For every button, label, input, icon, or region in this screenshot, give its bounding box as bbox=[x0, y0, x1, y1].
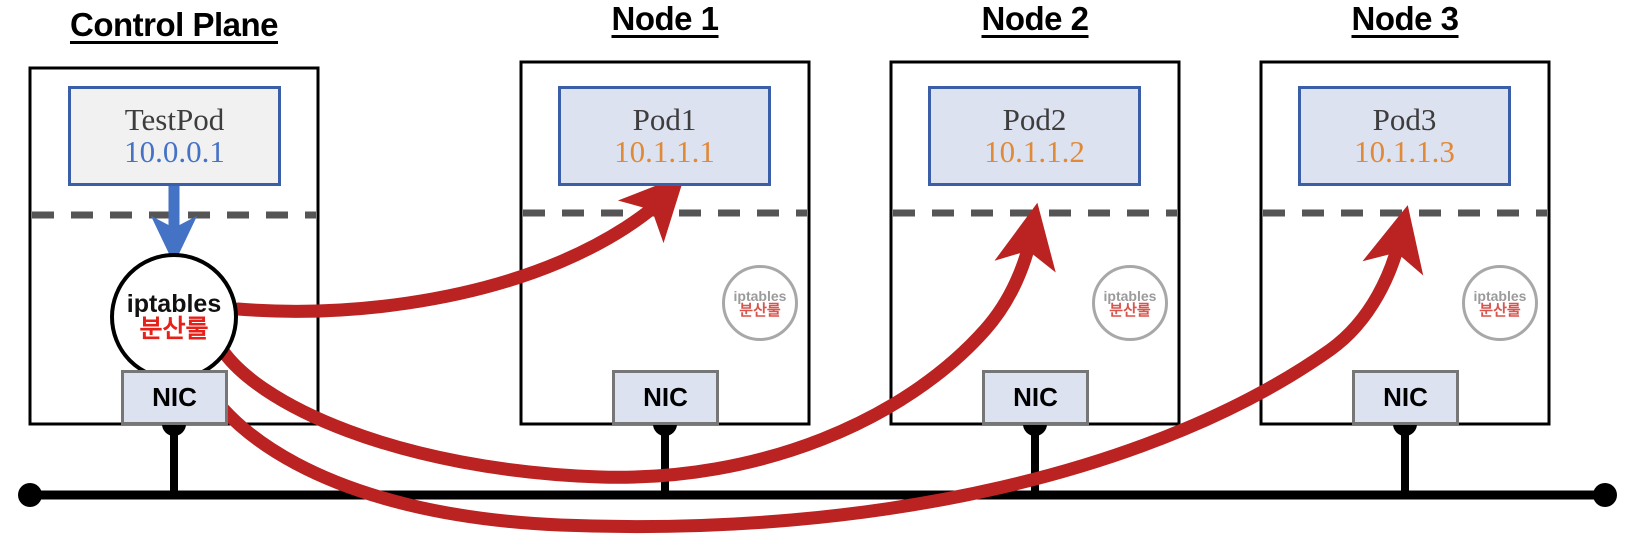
iptables-rule-label: 분산룰 bbox=[139, 315, 209, 343]
network-bus bbox=[18, 412, 1617, 507]
flow-to-pod3 bbox=[181, 205, 1424, 534]
pod-ip-testpod: 10.0.0.1 bbox=[124, 134, 225, 169]
pod-ip-pod2: 10.1.1.2 bbox=[984, 134, 1085, 169]
iptables-circle-node-3[interactable]: iptables 분산룰 bbox=[1462, 265, 1538, 341]
nic-node-1[interactable]: NIC bbox=[612, 370, 719, 425]
iptables-rule-label: 분산룰 bbox=[1479, 301, 1521, 319]
nic-node-2[interactable]: NIC bbox=[982, 370, 1089, 425]
iptables-label: iptables bbox=[1473, 287, 1527, 304]
pod-ip-pod1: 10.1.1.1 bbox=[614, 134, 715, 169]
nic-label: NIC bbox=[1383, 382, 1428, 412]
group-title-node-1: Node 1 bbox=[611, 0, 719, 37]
nic-label: NIC bbox=[643, 382, 688, 412]
iptables-rule-label: 분산룰 bbox=[1109, 301, 1151, 319]
pod-testpod[interactable]: TestPod 10.0.0.1 bbox=[68, 86, 281, 186]
iptables-circle-node-2[interactable]: iptables 분산룰 bbox=[1092, 265, 1168, 341]
iptables-rule-label: 분산룰 bbox=[739, 301, 781, 319]
pod-name-testpod: TestPod bbox=[124, 102, 225, 138]
nic-label: NIC bbox=[1013, 382, 1058, 412]
iptables-label: iptables bbox=[733, 287, 787, 304]
pod-name-pod1: Pod1 bbox=[632, 102, 697, 138]
pod-pod2[interactable]: Pod2 10.1.1.2 bbox=[928, 86, 1141, 186]
iptables-label: iptables bbox=[1103, 287, 1157, 304]
pod-name-pod2: Pod2 bbox=[1002, 102, 1067, 138]
userspace-kernel-dashed-lines bbox=[32, 209, 1547, 219]
pod-ip-pod3: 10.1.1.3 bbox=[1354, 134, 1455, 169]
nic-control-plane[interactable]: NIC bbox=[121, 370, 228, 425]
nic-label: NIC bbox=[152, 382, 197, 412]
iptables-circle-node-1[interactable]: iptables 분산룰 bbox=[722, 265, 798, 341]
pod-pod3[interactable]: Pod3 10.1.1.3 bbox=[1298, 86, 1511, 186]
group-title-node-3: Node 3 bbox=[1351, 0, 1459, 37]
iptables-distribution-arrows bbox=[181, 174, 1424, 534]
flow-to-pod1 bbox=[231, 174, 686, 318]
iptables-label: iptables bbox=[126, 290, 222, 318]
flow-to-pod2 bbox=[212, 202, 1056, 484]
pod-name-pod3: Pod3 bbox=[1372, 102, 1437, 138]
pod-pod1[interactable]: Pod1 10.1.1.1 bbox=[558, 86, 771, 186]
group-title-control-plane: Control Plane bbox=[69, 6, 279, 43]
nic-node-3[interactable]: NIC bbox=[1352, 370, 1459, 425]
iptables-circle-control-plane[interactable]: iptables 분산룰 bbox=[110, 253, 238, 381]
group-title-node-2: Node 2 bbox=[981, 0, 1089, 37]
